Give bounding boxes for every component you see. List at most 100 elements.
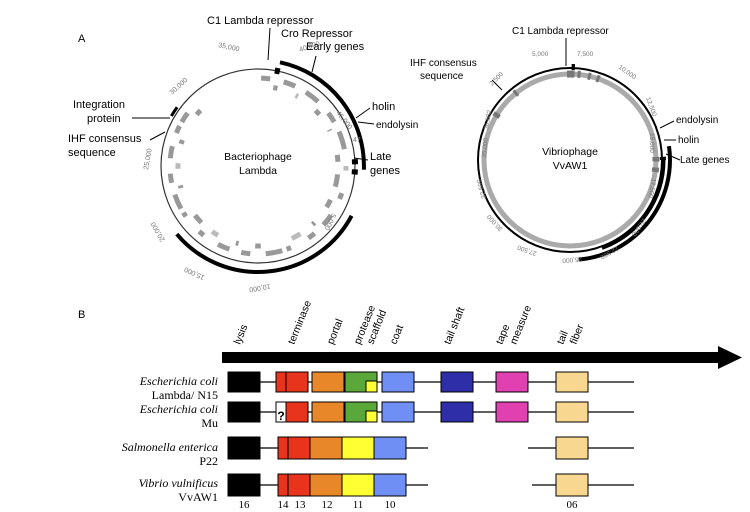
gene-block bbox=[167, 173, 175, 184]
vibrio-tick-35000: 35,000 bbox=[481, 137, 490, 158]
gene-block bbox=[172, 193, 184, 210]
gene-block bbox=[193, 213, 204, 225]
gene-portal bbox=[311, 401, 345, 423]
num-14: 14 bbox=[278, 499, 290, 511]
lambda-late-arc bbox=[175, 214, 354, 274]
gene-block bbox=[272, 85, 278, 91]
vibrio-late-arc bbox=[578, 145, 672, 262]
row-vvaw1 bbox=[227, 473, 634, 497]
gene-terminase-small bbox=[277, 473, 289, 497]
lambda-tick-10000: 10,000 bbox=[248, 282, 270, 293]
vibrio-gene-blocks bbox=[492, 64, 666, 173]
lambda-label-c1: C1 Lambda repressor bbox=[207, 15, 314, 27]
gene-block bbox=[492, 111, 501, 119]
row-mu: ? bbox=[227, 401, 634, 423]
gene-scaffold bbox=[341, 473, 375, 497]
org1-species: Escherichia coli bbox=[139, 374, 218, 388]
gene-tail-fiber bbox=[555, 401, 589, 423]
gene-terminase bbox=[285, 401, 309, 423]
header-lysis: lysis bbox=[232, 323, 251, 346]
gene-block bbox=[304, 90, 320, 104]
lambda-backbone bbox=[160, 68, 356, 264]
header-terminase: terminase bbox=[286, 299, 314, 346]
marker-block bbox=[274, 67, 281, 75]
vibrio-tick-5000: 5,000 bbox=[532, 51, 549, 58]
header-measure: measure bbox=[508, 304, 534, 347]
late-pointer bbox=[353, 157, 369, 161]
header-tail: tail bbox=[555, 329, 571, 346]
vibrio-inner-arc bbox=[601, 159, 666, 250]
lambda-label-integration-2: protein bbox=[87, 113, 121, 125]
gene-block bbox=[181, 211, 188, 218]
gene-block bbox=[324, 198, 333, 209]
gene-block bbox=[178, 139, 185, 145]
gene-block bbox=[194, 108, 203, 117]
num-12: 12 bbox=[322, 499, 333, 511]
gene-terminase bbox=[285, 371, 309, 393]
panel-b-label: B bbox=[78, 309, 85, 321]
lambda-label-early: Early genes bbox=[306, 41, 365, 53]
vibrio-label-ihf-1: IHF consensus bbox=[410, 58, 477, 69]
num-06: 06 bbox=[567, 499, 579, 511]
vibrio-ihf-pointer bbox=[491, 79, 503, 91]
gene-coat bbox=[373, 473, 407, 497]
header-tail-shaft: tail shaft bbox=[442, 305, 468, 346]
gene-block bbox=[290, 231, 302, 241]
gene-block bbox=[336, 130, 347, 150]
vibrio-label-c1: C1 Lambda repressor bbox=[512, 26, 609, 37]
vibrio-label-late: Late genes bbox=[680, 155, 730, 166]
gene-terminase bbox=[287, 436, 311, 460]
gene-block bbox=[337, 192, 345, 200]
row-p22 bbox=[227, 436, 634, 460]
gene-block bbox=[595, 74, 601, 83]
row-lambda bbox=[227, 371, 634, 393]
gene-block bbox=[197, 229, 206, 238]
vibrio-tick-10000: 10,000 bbox=[617, 64, 638, 81]
gene-rows: ? bbox=[227, 371, 634, 497]
gene-scaffold bbox=[365, 380, 378, 393]
gene-scaffold bbox=[365, 410, 378, 423]
vibrio-title-line1: Vibriophage bbox=[542, 146, 598, 158]
gene-block bbox=[307, 231, 317, 241]
lambda-tick-15000: 15,000 bbox=[183, 265, 205, 280]
gene-block bbox=[651, 167, 660, 173]
holin-pointer bbox=[355, 107, 371, 119]
lambda-genome-map: Bacteriophage Lambda 35,000 40,000 45,00… bbox=[68, 15, 418, 293]
lambda-label-integration-1: Integration bbox=[73, 99, 125, 111]
num-16: 16 bbox=[239, 499, 251, 511]
c1-pointer bbox=[267, 27, 271, 61]
gene-block bbox=[326, 111, 337, 124]
gene-block bbox=[313, 108, 322, 117]
gene-lysis bbox=[227, 436, 261, 460]
direction-arrow bbox=[222, 346, 742, 369]
gene-block bbox=[512, 89, 520, 97]
gene-lysis bbox=[227, 401, 261, 423]
org1-strain: Lambda/ N15 bbox=[152, 388, 218, 402]
org4-species: Vibrio vulnificus bbox=[139, 476, 219, 490]
lambda-gene-blocks bbox=[167, 67, 358, 257]
lambda-label-ihf-1: IHF consensus bbox=[68, 133, 142, 145]
num-11: 11 bbox=[353, 499, 364, 511]
endolysin-pointer bbox=[357, 121, 375, 125]
early-pointer bbox=[311, 55, 317, 73]
gene-block bbox=[179, 111, 190, 124]
gene-portal bbox=[309, 436, 343, 460]
gene-block bbox=[260, 75, 271, 82]
gene-scaffold bbox=[341, 436, 375, 460]
gene-coat bbox=[381, 371, 415, 393]
org2-strain: Mu bbox=[201, 416, 218, 430]
lambda-label-cro: Cro Repressor bbox=[281, 28, 353, 40]
lambda-label-holin: holin bbox=[372, 101, 395, 113]
vibrio-tick-25000: 25,000 bbox=[562, 255, 583, 264]
gene-block bbox=[282, 79, 297, 89]
gene-lysis bbox=[227, 371, 261, 393]
lambda-label-late-1: Late bbox=[370, 151, 391, 163]
vibrio-tick-15000: 15,000 bbox=[648, 133, 655, 153]
gene-lysis bbox=[227, 473, 261, 497]
gene-block bbox=[285, 245, 292, 252]
lambda-tick-35000: 35,000 bbox=[218, 42, 241, 53]
gene-block bbox=[240, 249, 251, 257]
ihf-pointer bbox=[149, 131, 166, 141]
vibrio-tick-7500: 7,500 bbox=[577, 51, 594, 58]
gene-tail-fiber bbox=[555, 371, 589, 393]
